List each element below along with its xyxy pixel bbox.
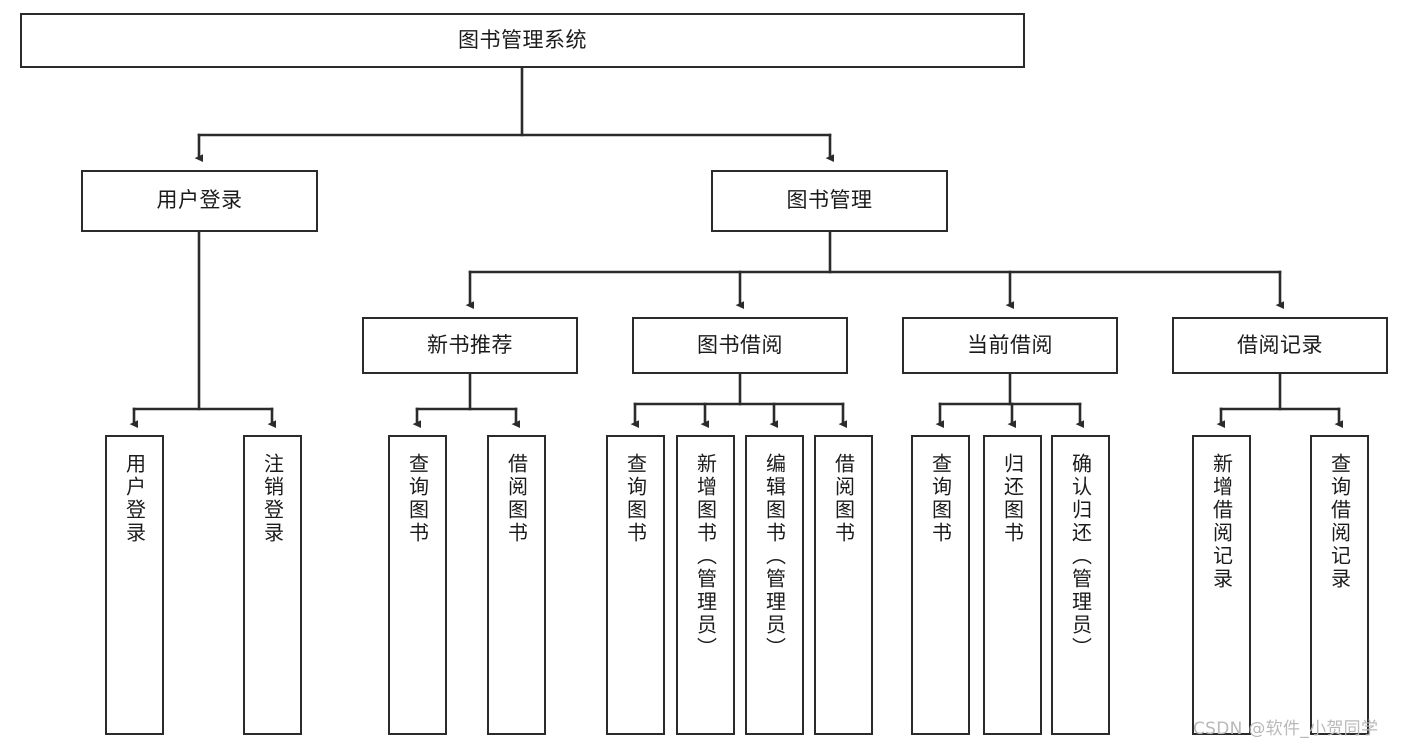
node-borrow-record[interactable]: 借阅记录	[1172, 317, 1388, 374]
node-user-login-label: 用户登录	[156, 188, 243, 213]
node-leaf-add-record-label: 新增借阅记录	[1209, 453, 1234, 591]
node-leaf-user-logout-label: 注销登录	[260, 453, 285, 545]
node-leaf-query-book-bb-label: 查询图书	[623, 453, 648, 545]
csdn-watermark: CSDN @软件_小贺同学	[1193, 719, 1379, 739]
node-leaf-borrow-book-bb-label: 借阅图书	[831, 453, 856, 545]
node-borrow-record-label: 借阅记录	[1237, 332, 1323, 357]
node-leaf-user-login[interactable]: 用户登录	[105, 435, 164, 735]
node-leaf-add-book[interactable]: 新增图书（管理员）	[676, 435, 735, 735]
node-leaf-borrow-book-new-label: 借阅图书	[504, 453, 529, 545]
node-leaf-edit-book-label: 编辑图书（管理员）	[762, 453, 787, 660]
node-leaf-query-book-new[interactable]: 查询图书	[388, 435, 447, 735]
node-leaf-add-record[interactable]: 新增借阅记录	[1192, 435, 1251, 735]
node-leaf-query-book-bb[interactable]: 查询图书	[606, 435, 665, 735]
node-leaf-confirm-return[interactable]: 确认归还（管理员）	[1051, 435, 1110, 735]
node-leaf-borrow-book-bb[interactable]: 借阅图书	[814, 435, 873, 735]
node-new-book-recommend-label: 新书推荐	[427, 332, 513, 357]
node-book-borrow[interactable]: 图书借阅	[632, 317, 848, 374]
node-book-borrow-label: 图书借阅	[697, 332, 783, 357]
node-leaf-return-book[interactable]: 归还图书	[983, 435, 1042, 735]
node-leaf-query-book-cb-label: 查询图书	[928, 453, 953, 545]
node-leaf-query-book-new-label: 查询图书	[405, 453, 430, 545]
node-root[interactable]: 图书管理系统	[20, 13, 1025, 68]
node-leaf-query-book-cb[interactable]: 查询图书	[911, 435, 970, 735]
node-leaf-user-login-label: 用户登录	[122, 453, 147, 545]
node-leaf-confirm-return-label: 确认归还（管理员）	[1068, 453, 1093, 660]
node-new-book-recommend[interactable]: 新书推荐	[362, 317, 578, 374]
node-leaf-return-book-label: 归还图书	[1000, 453, 1025, 545]
node-user-login[interactable]: 用户登录	[81, 170, 318, 232]
node-leaf-borrow-book-new[interactable]: 借阅图书	[487, 435, 546, 735]
node-leaf-query-record[interactable]: 查询借阅记录	[1310, 435, 1369, 735]
node-book-manage[interactable]: 图书管理	[711, 170, 948, 232]
node-leaf-edit-book[interactable]: 编辑图书（管理员）	[745, 435, 804, 735]
node-book-manage-label: 图书管理	[786, 188, 873, 213]
node-root-label: 图书管理系统	[458, 27, 587, 52]
node-leaf-query-record-label: 查询借阅记录	[1327, 453, 1352, 591]
node-leaf-user-logout[interactable]: 注销登录	[243, 435, 302, 735]
node-current-borrow[interactable]: 当前借阅	[902, 317, 1118, 374]
node-current-borrow-label: 当前借阅	[967, 332, 1053, 357]
node-leaf-add-book-label: 新增图书（管理员）	[693, 453, 718, 660]
